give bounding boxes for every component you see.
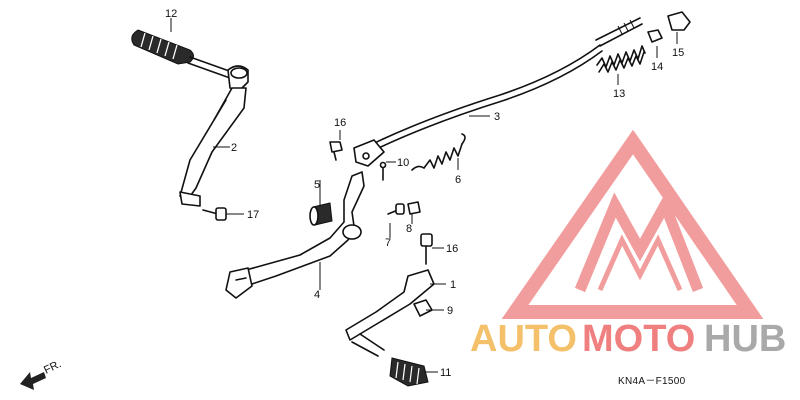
part-nut-8 — [407, 201, 421, 215]
callout-4: 4 — [314, 289, 320, 301]
part-bolt-17 — [202, 207, 227, 221]
callout-11: 11 — [440, 367, 451, 379]
callout-5: 5 — [314, 179, 320, 191]
callout-17: 17 — [247, 209, 259, 221]
front-label: FR. — [42, 358, 63, 377]
part-spring-6 — [411, 133, 466, 171]
callout-9: 9 — [447, 305, 453, 317]
part-pin-16-upper — [329, 141, 343, 161]
part-kick-rubber — [131, 29, 233, 79]
watermark-text: AUTO MOTO HUB — [470, 318, 786, 360]
part-nut-9 — [413, 299, 433, 317]
callout-8: 8 — [406, 223, 412, 235]
callout-3: 3 — [494, 111, 500, 123]
callout-leaders — [170, 18, 678, 373]
part-kick-arm — [179, 65, 249, 207]
callout-13: 13 — [613, 88, 625, 100]
callout-10: 10 — [397, 157, 409, 169]
front-arrow-icon: FR. — [20, 358, 63, 390]
callout-numbers: 12 2 3 4 5 6 7 8 9 10 11 14 13 15 16 16 … — [165, 8, 684, 379]
callout-12: 12 — [165, 8, 177, 20]
callout-7: 7 — [385, 237, 391, 249]
callout-6: 6 — [455, 174, 461, 186]
watermark-logo — [501, 129, 764, 319]
part-pin-7 — [387, 203, 405, 215]
part-bushing-5 — [309, 202, 333, 226]
callout-14: 14 — [651, 61, 663, 73]
watermark-text-moto: MOTO — [582, 318, 695, 360]
part-step-bar — [345, 269, 435, 357]
part-nut-14 — [647, 29, 663, 43]
callout-2: 2 — [231, 142, 237, 154]
watermark-text-auto: AUTO — [470, 318, 577, 360]
callout-1: 1 — [450, 279, 456, 291]
part-spring-13 — [596, 45, 646, 73]
part-cable — [353, 17, 643, 167]
callout-16-upper: 16 — [334, 117, 346, 129]
part-brake-pedal — [225, 171, 365, 299]
part-rubber-11 — [389, 357, 429, 387]
part-cotter-10 — [379, 161, 387, 181]
part-bolt-16-lower — [420, 233, 433, 265]
diagram-code: KN4A－F1500 — [618, 376, 686, 387]
callout-15: 15 — [672, 47, 684, 59]
part-adjuster-15 — [667, 11, 691, 31]
callout-16-lower: 16 — [446, 243, 458, 255]
watermark-text-hub: HUB — [704, 318, 786, 360]
